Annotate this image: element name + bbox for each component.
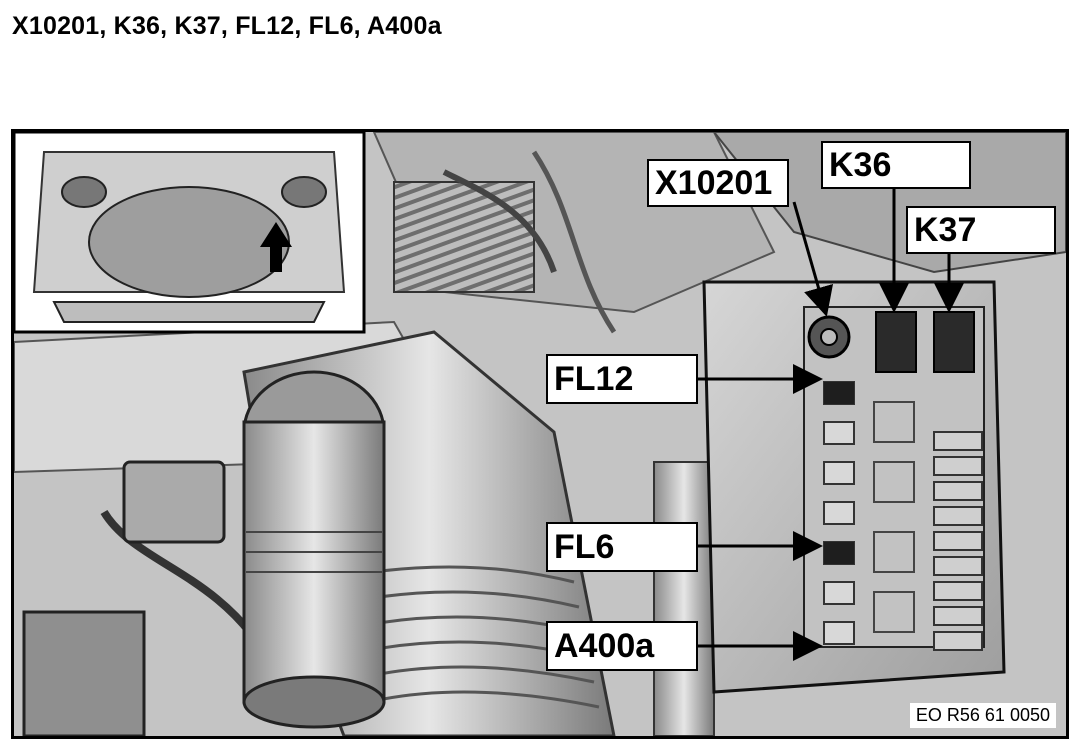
callout-fl12: FL12 <box>546 354 698 404</box>
callout-a400a: A400a <box>546 621 698 671</box>
callout-k36: K36 <box>821 141 971 189</box>
up-arrow-icon <box>260 222 292 272</box>
location-inset <box>14 132 366 334</box>
callout-fl6: FL6 <box>546 522 698 572</box>
callout-x10201: X10201 <box>647 159 789 207</box>
engine-bay-drawing <box>14 132 1066 736</box>
engine-bay-illustration: X10201 K36 K37 FL12 FL6 A400a EO R56 61 … <box>11 129 1069 739</box>
callout-k37: K37 <box>906 206 1056 254</box>
page-title: X10201, K36, K37, FL12, FL6, A400a <box>12 12 442 40</box>
reference-code: EO R56 61 0050 <box>909 703 1056 728</box>
